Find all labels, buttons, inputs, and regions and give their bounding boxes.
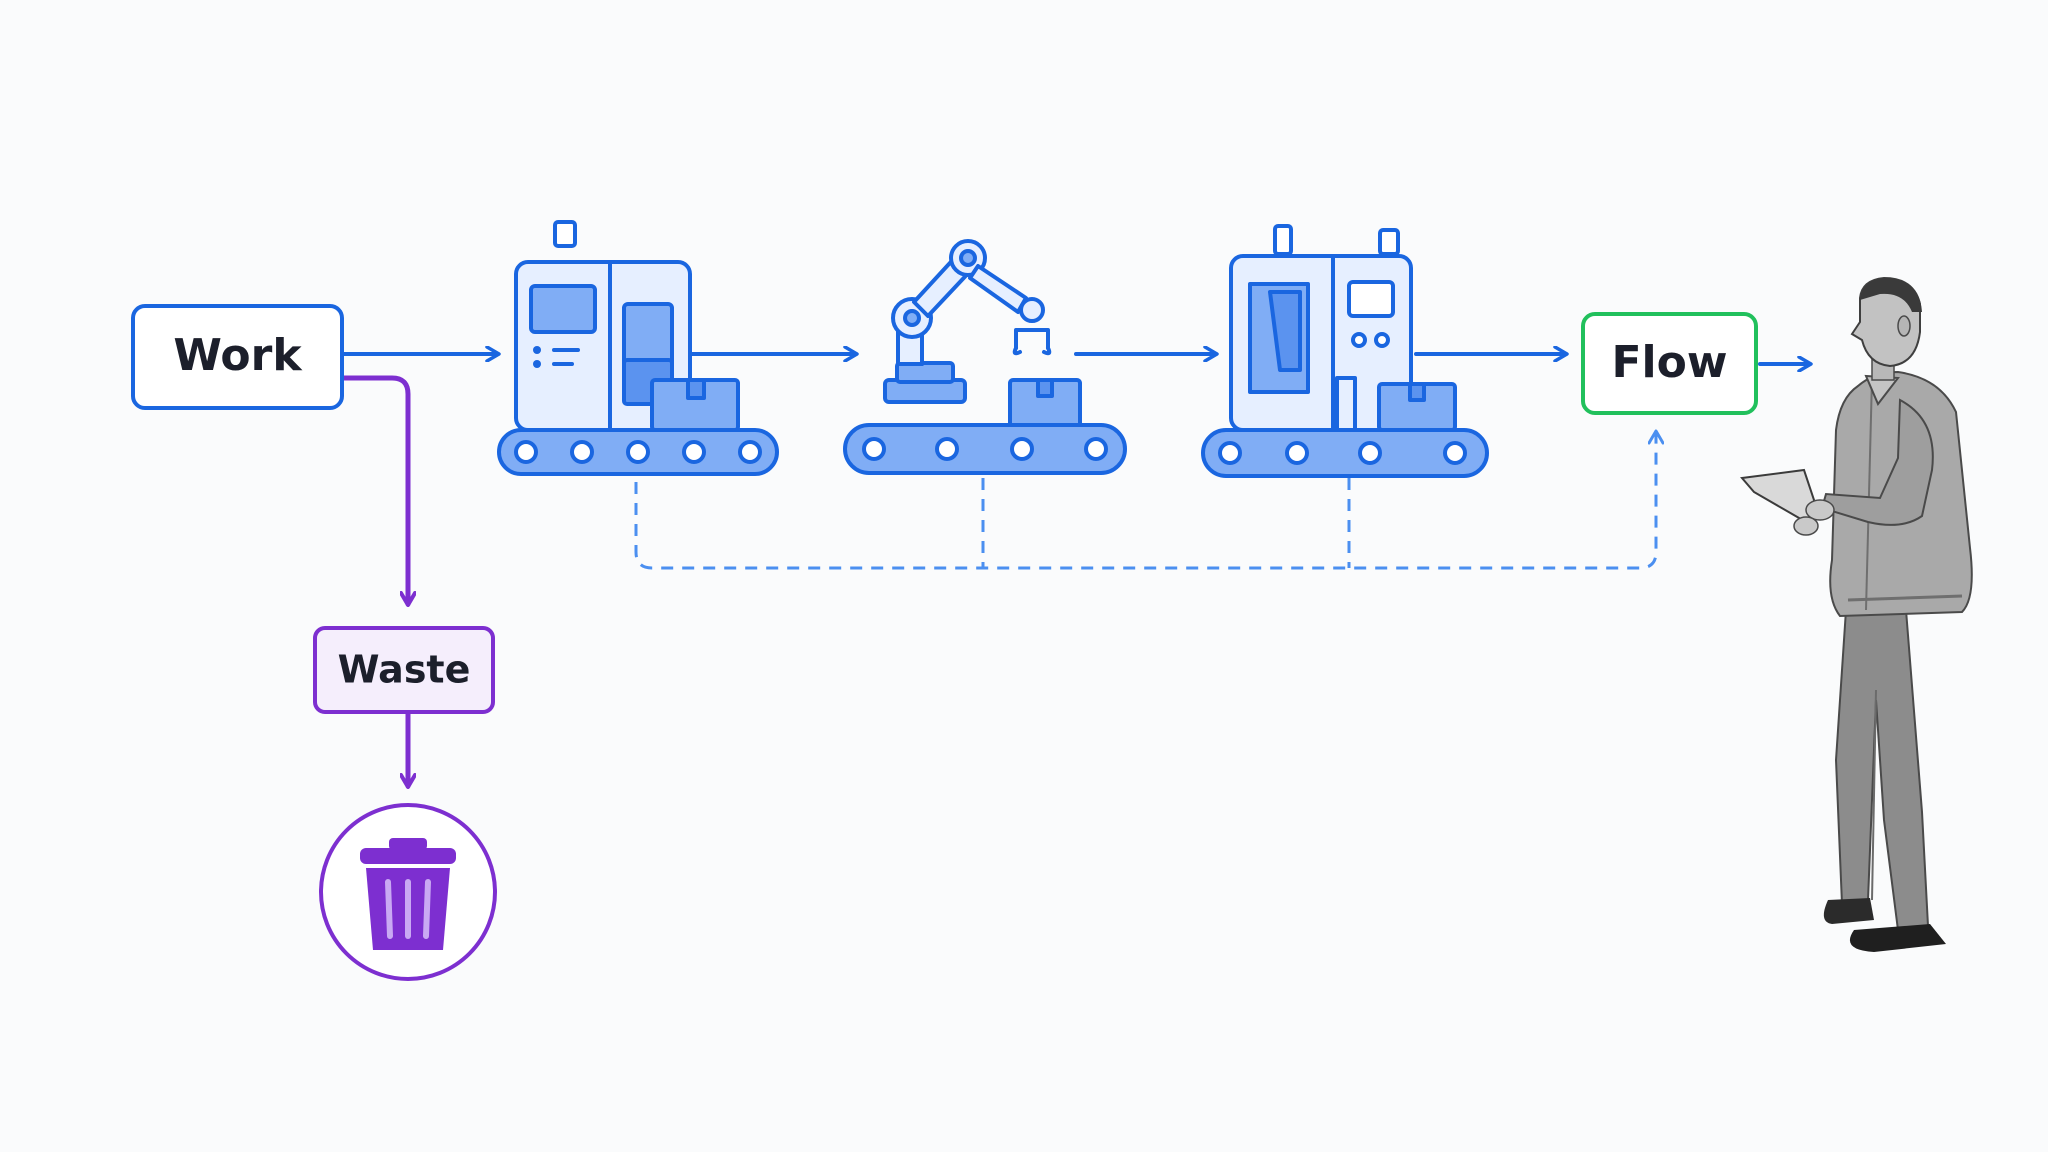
inspector-person-figure [1740,276,1973,952]
trash-can-icon [319,803,497,981]
machine-station-3-icon [1201,224,1489,478]
waste-node-label: Waste [338,648,471,692]
work-node-label: Work [173,330,303,381]
flow-node: Flow [1581,312,1758,415]
flow-node-label: Flow [1611,337,1727,388]
robotic-arm-station-icon [843,239,1127,475]
waste-node: Waste [313,626,495,714]
flow-arrows [342,354,1810,364]
machine-station-1-icon [497,220,779,476]
waste-branch-arrows [341,375,408,786]
feedback-dashed-line [634,432,1656,570]
work-node: Work [131,304,344,410]
